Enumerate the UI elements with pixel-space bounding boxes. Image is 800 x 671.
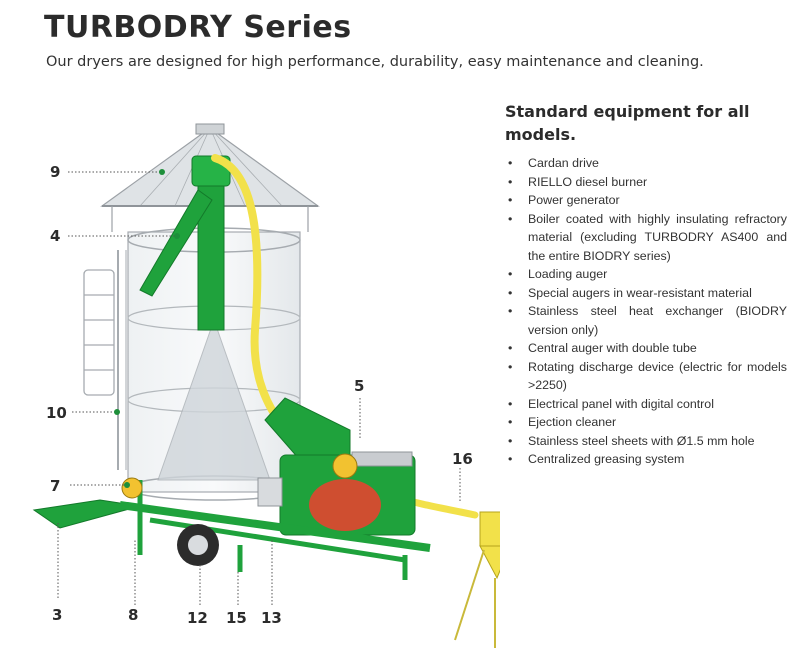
list-item: Power generator xyxy=(505,191,787,210)
list-item: Rotating discharge device (electric for … xyxy=(505,358,787,395)
list-item: Centralized greasing system xyxy=(505,450,787,469)
equipment-heading: Standard equipment for all models. xyxy=(505,102,750,144)
list-item: Boiler coated with highly insulating ref… xyxy=(505,210,787,266)
callout-5: 5 xyxy=(354,377,364,395)
callout-leaders xyxy=(57,169,461,605)
list-item: Ejection cleaner xyxy=(505,413,787,432)
callout-4: 4 xyxy=(50,227,60,245)
callout-10: 10 xyxy=(46,404,67,422)
list-item: Central auger with double tube xyxy=(505,339,787,358)
callout-8: 8 xyxy=(128,606,138,624)
burner-unit xyxy=(257,397,416,536)
list-item: RIELLO diesel burner xyxy=(505,173,787,192)
callout-3: 3 xyxy=(52,606,62,624)
list-item: Stainless steel sheets with Ø1.5 mm hole xyxy=(505,432,787,451)
cyclone-separator xyxy=(454,511,500,648)
callout-9: 9 xyxy=(50,163,60,181)
dryer-illustration: 9 4 10 7 3 8 12 15 13 5 16 xyxy=(32,123,500,648)
list-item: Special augers in wear-resistant materia… xyxy=(505,284,787,303)
callout-13: 13 xyxy=(261,609,282,627)
page-title: TURBODRY Series xyxy=(44,10,352,45)
list-item: Cardan drive xyxy=(505,154,787,173)
trailer-chassis xyxy=(32,477,431,580)
list-item: Stainless steel heat exchanger (BIODRY v… xyxy=(505,302,787,339)
callout-12: 12 xyxy=(187,609,208,627)
standard-equipment-panel: Standard equipment for all models. Carda… xyxy=(505,100,787,469)
callout-16: 16 xyxy=(452,450,473,468)
side-ladder xyxy=(83,269,115,396)
list-item: Electrical panel with digital control xyxy=(505,395,787,414)
equipment-list: Cardan drive RIELLO diesel burner Power … xyxy=(505,154,787,469)
callout-7: 7 xyxy=(50,477,60,495)
callout-15: 15 xyxy=(226,609,247,627)
page-subtitle: Our dryers are designed for high perform… xyxy=(46,54,704,70)
list-item: Loading auger xyxy=(505,265,787,284)
